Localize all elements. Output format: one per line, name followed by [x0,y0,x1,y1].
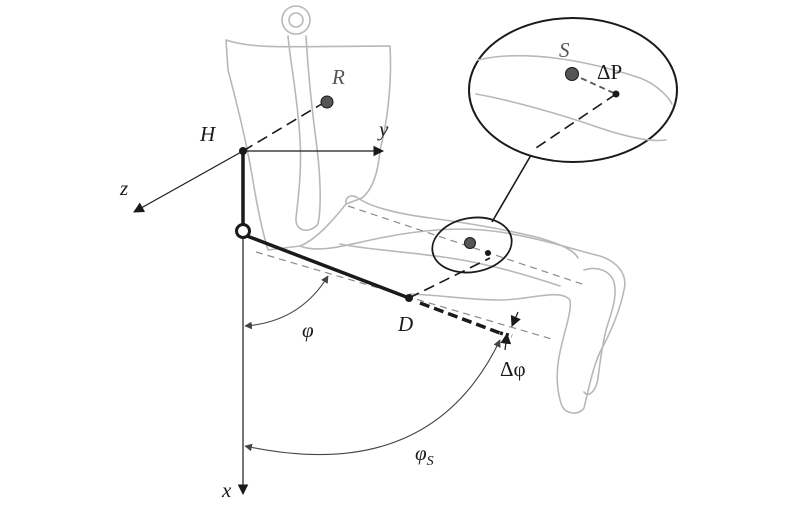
phi-arc [244,275,329,330]
knee-to-s-dash [408,257,491,299]
label-axis-z: z [119,176,128,200]
femur-outline [287,35,321,231]
delta-phi-arrow-upper [510,311,521,327]
label-phi: φ [302,318,314,342]
large-ellipse [468,17,678,163]
tibia-lower-edge [339,243,561,287]
delta-phi-segment-tail [499,331,513,338]
magnified-edge-top [477,54,673,105]
delta-phi-arrow-lower [500,332,512,351]
label-s: S [559,38,570,62]
hip-joint-dot [239,147,247,155]
delta-p-point-small [485,250,491,256]
foot-outline [583,267,616,396]
thigh-point-r [320,95,334,109]
label-phi-s-sub: S [427,454,434,469]
label-delta-phi: Δφ [500,357,526,381]
label-axis-x: x [221,478,232,502]
label-phi-s-main: φ [415,441,427,465]
delta-phi-segment [419,301,501,335]
knee-line-reference [255,251,556,341]
delta-p-point [612,90,620,98]
thigh-segment [246,234,410,300]
hook-loop-inner [288,12,304,28]
small-ellipse [431,216,513,274]
magnified-delta-link [571,73,617,95]
label-d: D [397,312,413,336]
pivot-ring [235,223,251,239]
label-axis-y: y [377,117,389,141]
shank-point-s [565,67,579,81]
z-axis-arrow [133,150,244,213]
magnified-detail [475,54,673,149]
shank-outline [299,228,626,414]
label-delta-p: ΔP [597,60,622,84]
limb-outline [225,5,626,414]
knee-joint-dot [405,294,413,302]
label-delta-phi-text: Δφ [500,357,526,381]
thigh-outline [225,39,392,251]
tibia-head-outline [345,195,579,259]
magnifier-leader [491,149,535,223]
label-h: H [199,122,217,146]
label-r: R [331,65,345,89]
coordinate-frame [133,145,385,496]
hook-loop-outer [281,5,311,35]
label-phi-s: φS [415,441,434,469]
shank-point-s-small [464,237,476,249]
magnified-edge-bottom [475,93,667,142]
phi-s-arc [244,339,501,456]
